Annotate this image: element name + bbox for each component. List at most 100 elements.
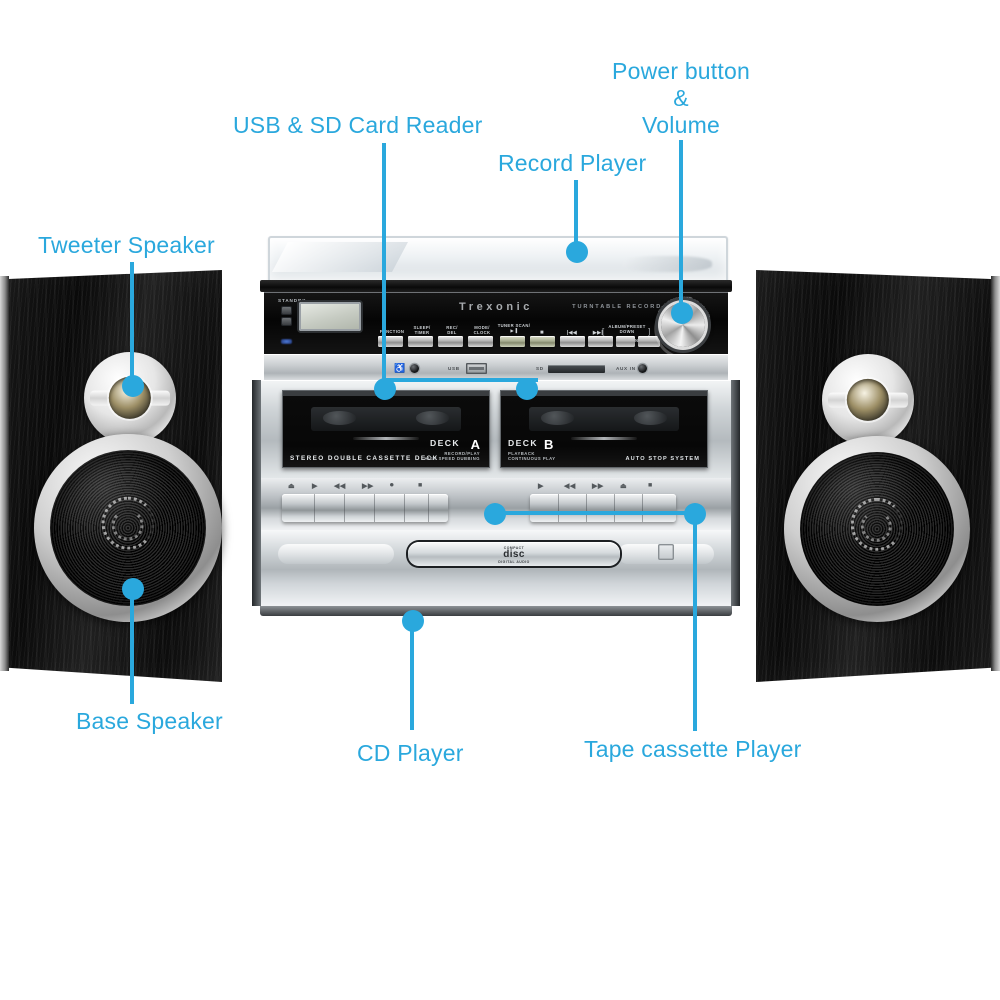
callout-cd-player: CD Player (357, 740, 464, 766)
brand-subtitle: TURNTABLE RECORD SYSTEM (572, 304, 700, 310)
transport-a-icon-play: ▶ (312, 483, 318, 490)
leader-base-speaker (130, 588, 134, 704)
button-preset-down[interactable] (616, 336, 635, 347)
brand-logo: Trexonic (458, 301, 534, 313)
panel-mini-button-1[interactable] (282, 307, 291, 314)
headphone-icon: ♿ (394, 363, 406, 373)
dot-tweeter-speaker (122, 375, 144, 397)
callout-power-line1: Power button (612, 58, 750, 84)
compact-disc-logo: COMPACT disc DIGITAL AUDIO (498, 546, 530, 564)
deck-a-caption: STEREO DOUBLE CASSETTE DECK (290, 455, 439, 462)
cd-open-close-button[interactable] (658, 544, 674, 560)
tweeter-dome (846, 378, 890, 422)
standby-led (281, 339, 292, 344)
button-next-track[interactable] (588, 336, 613, 347)
port-strip: ♿ USB SD AUX IN (264, 354, 728, 381)
transport-b-icon-rew: ◀◀ (564, 483, 576, 490)
dot-cd-player (402, 610, 424, 632)
panel-mini-button-2[interactable] (282, 318, 291, 325)
usb-label: USB (448, 366, 460, 371)
callout-tape-cassette-player: Tape cassette Player (584, 736, 802, 762)
stereo-main-unit: STANDBY Trexonic TURNTABLE RECORD SYSTEM… (252, 236, 740, 684)
leader-power-volume (679, 140, 683, 312)
leader-usb-sd-horizontal (382, 378, 538, 382)
headphone-jack[interactable] (410, 364, 419, 373)
cd-logo-bottom: DIGITAL AUDIO (498, 560, 530, 564)
sd-card-slot-icon[interactable] (548, 365, 605, 373)
button-function[interactable] (378, 336, 403, 347)
dot-base-speaker (122, 578, 144, 600)
transport-a-icon-ff: ▶▶ (362, 483, 374, 490)
unit-left-sidewall (252, 380, 261, 606)
button-label-prev: |◀◀ (566, 330, 578, 336)
transport-a-icon-eject: ⏏ (288, 483, 296, 490)
dot-record-player (566, 241, 588, 263)
tweeter-driver (822, 354, 914, 446)
transport-a-icon-record: ⏺ (390, 482, 394, 489)
button-stop[interactable] (530, 336, 555, 347)
button-label-next: ▶▶| (592, 330, 604, 336)
button-sleep-timer[interactable] (408, 336, 433, 347)
cd-logo-main: disc (503, 549, 525, 560)
cd-player-zone: COMPACT disc DIGITAL AUDIO (260, 530, 732, 606)
usb-port-icon[interactable] (466, 363, 487, 374)
turntable-base-trim (260, 280, 732, 292)
cabinet-edge (0, 275, 9, 672)
deck-b-caption: AUTO STOP SYSTEM (625, 456, 700, 462)
transport-b-icon-eject: ⏏ (620, 483, 628, 490)
bracket-right-icon: ] (648, 327, 651, 336)
button-tuner-scan[interactable] (500, 336, 525, 347)
turntable-dust-cover[interactable] (268, 236, 728, 282)
dot-usb-port (374, 378, 396, 400)
aux-jack-icon[interactable] (638, 364, 647, 373)
callout-tweeter-speaker: Tweeter Speaker (38, 232, 215, 258)
woofer-logo-icon (101, 496, 155, 550)
bracket-left-icon: [ (602, 327, 605, 336)
aux-label: AUX IN (616, 366, 636, 371)
transport-b-icon-ff: ▶▶ (592, 483, 604, 490)
button-rec-del[interactable] (438, 336, 463, 347)
lcd-display (299, 302, 361, 331)
callout-record-player: Record Player (498, 150, 647, 176)
callout-base-speaker: Base Speaker (76, 708, 223, 734)
cd-drawer[interactable]: COMPACT disc DIGITAL AUDIO (408, 542, 620, 566)
button-label-function: FUNCTION (379, 329, 405, 334)
woofer-logo-icon (850, 498, 904, 551)
transport-a-icon-rew: ◀◀ (334, 483, 346, 490)
front-control-panel: STANDBY Trexonic TURNTABLE RECORD SYSTEM… (264, 284, 730, 372)
leader-tape-horizontal (492, 511, 696, 515)
leader-usb-sd-vertical (382, 143, 386, 380)
callout-power-line3: Volume (642, 112, 720, 139)
deck-b-window (529, 407, 679, 431)
button-mode-clock[interactable] (468, 336, 493, 347)
unit-right-sidewall (731, 380, 740, 606)
cd-logo-top: COMPACT (503, 546, 525, 550)
button-prev-track[interactable] (560, 336, 585, 347)
deck-a-slot (352, 436, 420, 440)
deck-b-label: DECK (508, 438, 538, 448)
deck-a-letter: A (470, 437, 480, 452)
button-row: FUNCTION SLEEP/TIMER REC/DEL MODE/CLOCK … (376, 323, 660, 347)
deck-a-label: DECK (430, 438, 460, 448)
standby-label: STANDBY (278, 298, 307, 303)
cd-left-bump (278, 544, 394, 564)
transport-bank-a[interactable] (282, 494, 448, 522)
button-label-mode-clock: MODE/CLOCK (473, 325, 491, 336)
leader-tape-vertical (693, 513, 697, 731)
sd-label: SD (536, 366, 544, 371)
deck-b-slot (570, 436, 638, 440)
transport-bank-b[interactable] (530, 494, 676, 522)
cassette-deck-a[interactable]: STEREO DOUBLE CASSETTE DECK DECK A RECOR… (282, 390, 490, 468)
callout-usb-sd-card-reader: USB & SD Card Reader (233, 112, 483, 138)
button-dubbing[interactable] (638, 336, 660, 347)
deck-b-letter: B (544, 437, 554, 452)
leader-tweeter-speaker (130, 262, 134, 388)
transport-b-icon-stop: ■ (648, 482, 653, 489)
button-label-rec-del: REC/DEL (446, 325, 458, 336)
button-label-sleep-timer: SLEEP/TIMER (413, 325, 431, 336)
